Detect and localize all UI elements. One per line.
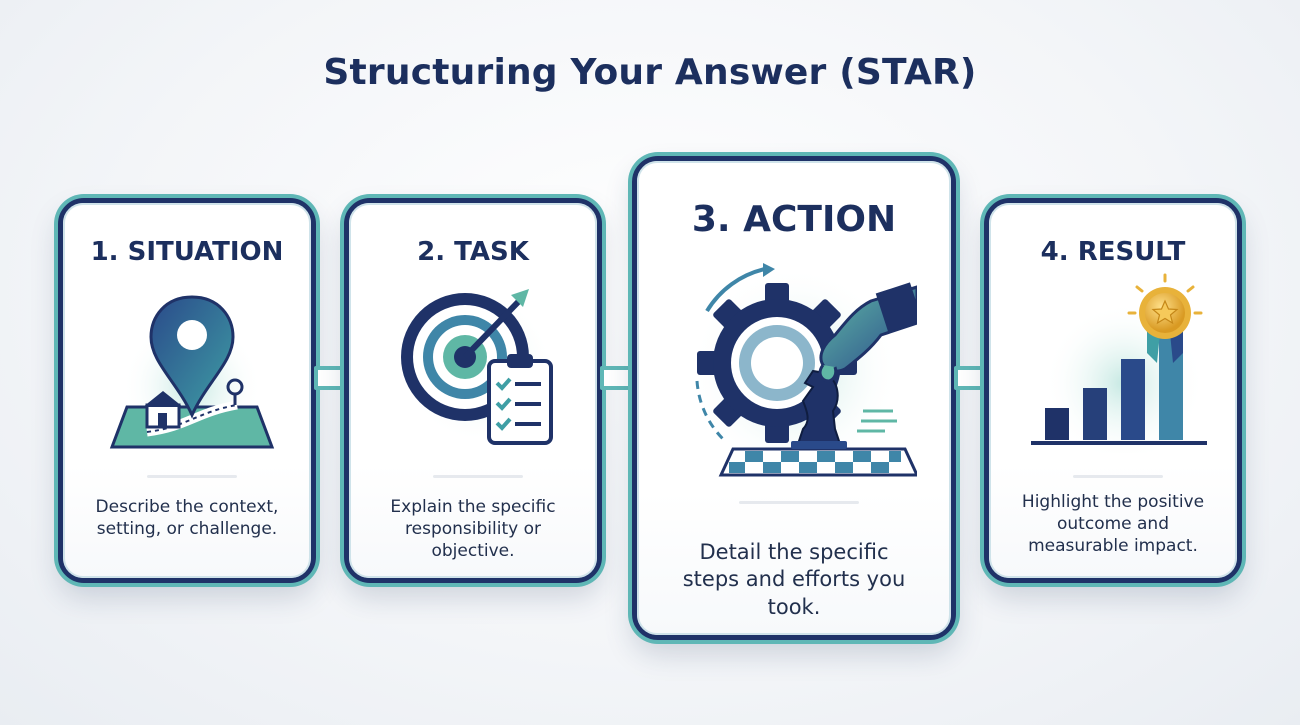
step-description-result: Highlight the positive outcome and measu…: [1021, 492, 1205, 557]
step-description-task: Explain the specific responsibility or o…: [390, 497, 556, 562]
page-title: Structuring Your Answer (STAR): [323, 52, 977, 93]
target-checklist-icon: [401, 289, 553, 445]
step-title-result: 4. RESULT: [1040, 237, 1186, 267]
step-card-situation: 1. SITUATION Describe the context, setti…: [58, 198, 316, 583]
step-title-task: 2. TASK: [417, 237, 529, 267]
step-description-situation: Describe the context, setting, or challe…: [95, 497, 279, 540]
step-title-action: 3. ACTION: [691, 199, 897, 240]
step-description-action: Detail the specific steps and efforts yo…: [682, 540, 906, 619]
chess-hand-gear-icon: [690, 263, 917, 477]
bar-chart-medal-icon: [1031, 273, 1207, 453]
map-pin-icon: [109, 295, 275, 457]
step-card-action: 3. ACTION: [632, 156, 956, 640]
step-card-task: 2. TASK Explain the specific responsibil…: [344, 198, 602, 583]
step-title-situation: 1. SITUATION: [90, 237, 284, 267]
step-card-result: 4. RESULT Highlight the: [984, 198, 1242, 583]
